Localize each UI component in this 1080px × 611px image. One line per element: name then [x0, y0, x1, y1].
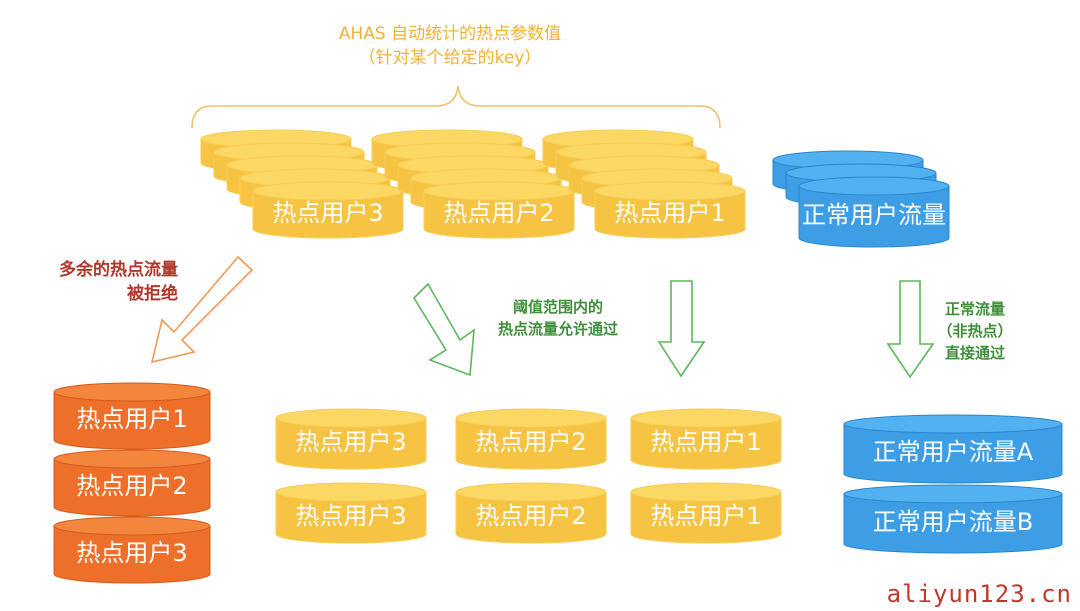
hot-stack-1-front: 热点用户3	[252, 181, 404, 239]
hot-user-stacks: 热点用户3 热点用户2 热点用户1	[200, 129, 746, 239]
passed-disk-r2c1-label: 热点用户3	[295, 502, 406, 530]
passed-disks: 热点用户3 热点用户2 热点用户1 热点用户3 热点用户2 热点用户1	[275, 408, 782, 544]
allow-line2: 热点流量允许通过	[497, 320, 618, 338]
normal-line3: 直接通过	[944, 344, 1005, 362]
normal-output-disks: 正常用户流量A 正常用户流量B	[843, 414, 1063, 554]
header-line2: （针对某个给定的key）	[358, 48, 542, 68]
brace	[191, 85, 721, 129]
reject-caption: 多余的热点流量 被拒绝	[8, 258, 178, 306]
normal-output-1-label: 正常用户流量A	[873, 438, 1034, 466]
hot-stack-2-front: 热点用户2	[423, 181, 575, 239]
hot-stack-2-front-label: 热点用户2	[443, 199, 554, 227]
hot-stack-3-front: 热点用户1	[594, 181, 746, 239]
hot-stack-1-front-label: 热点用户3	[272, 199, 383, 227]
reject-arrow	[150, 255, 254, 364]
flow-arrows	[150, 255, 935, 379]
normal-traffic-stack: 正常用户流量	[772, 150, 950, 248]
passed-disk-r1c2-label: 热点用户2	[475, 428, 586, 456]
normal-stack-front: 正常用户流量	[798, 176, 950, 248]
rejected-disks: 热点用户1 热点用户2 热点用户3	[53, 382, 211, 584]
normal-line1: 正常流量	[944, 300, 1005, 318]
normal-line2: （非热点）	[937, 322, 1013, 340]
allow-caption: 阈值范围内的 热点流量允许通过	[478, 296, 638, 340]
passed-disk-r1c2: 热点用户2	[455, 408, 607, 470]
normal-caption: 正常流量 （非热点） 直接通过	[925, 298, 1025, 364]
passed-disk-r2c2-label: 热点用户2	[475, 502, 586, 530]
passed-disk-r1c3: 热点用户1	[630, 408, 782, 470]
reject-line2: 被拒绝	[127, 284, 178, 304]
reject-line1: 多余的热点流量	[59, 260, 178, 280]
passed-disk-r1c3-label: 热点用户1	[650, 428, 761, 456]
allow-arrow-diagonal	[412, 282, 475, 377]
passed-disk-r2c1: 热点用户3	[275, 482, 427, 544]
rejected-disk-1-label: 热点用户1	[76, 405, 187, 433]
normal-output-2: 正常用户流量B	[843, 484, 1063, 554]
normal-arrow	[886, 280, 935, 379]
rejected-disk-2: 热点用户2	[53, 449, 211, 517]
passed-disk-r2c3-label: 热点用户1	[650, 502, 761, 530]
watermark: aliyun123.cn	[886, 580, 1072, 608]
passed-disk-r2c2: 热点用户2	[455, 482, 607, 544]
header-line1: AHAS 自动统计的热点参数值	[338, 24, 562, 44]
normal-output-2-label: 正常用户流量B	[873, 508, 1033, 536]
passed-disk-r1c1-label: 热点用户3	[295, 428, 406, 456]
normal-output-1: 正常用户流量A	[843, 414, 1063, 484]
rejected-disk-3-label: 热点用户3	[76, 539, 187, 567]
hot-stack-3-front-label: 热点用户1	[614, 199, 725, 227]
passed-disk-r1c1: 热点用户3	[275, 408, 427, 470]
allow-line1: 阈值范围内的	[512, 298, 603, 316]
rejected-disk-1: 热点用户1	[53, 382, 211, 450]
normal-stack-front-label: 正常用户流量	[802, 201, 946, 229]
rejected-disk-2-label: 热点用户2	[76, 472, 187, 500]
allow-arrow-vertical	[657, 280, 706, 378]
passed-disk-r2c3: 热点用户1	[630, 482, 782, 544]
header-caption: AHAS 自动统计的热点参数值 （针对某个给定的key）	[290, 22, 610, 70]
rejected-disk-3: 热点用户3	[53, 516, 211, 584]
